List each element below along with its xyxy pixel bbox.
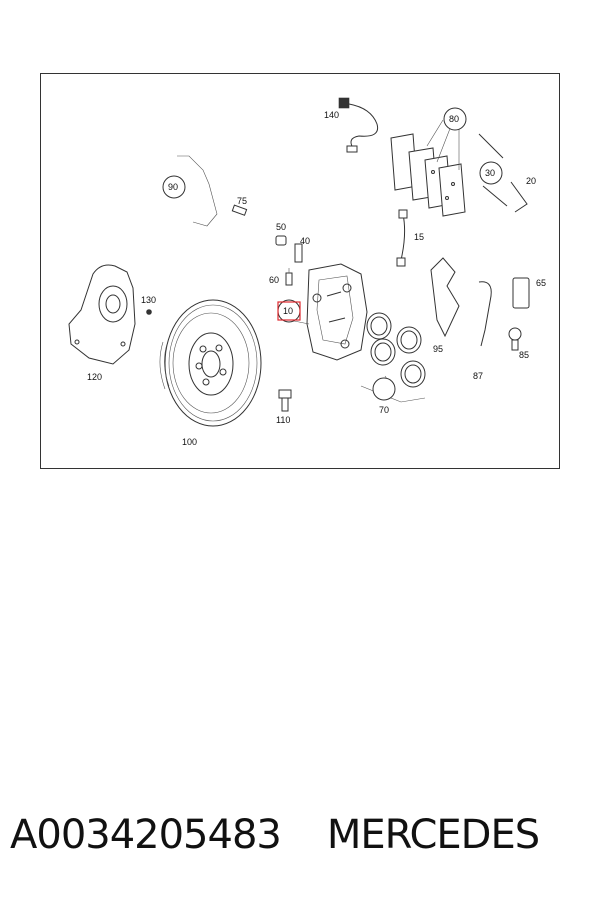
seal-kit-drawing	[366, 312, 426, 395]
label-50: 50	[276, 222, 286, 232]
label-20: 20	[526, 176, 536, 186]
brake-assembly-diagram: 140 80 90 75 30 20 50 40 15 60 65 130 10…	[68, 97, 546, 447]
callout-circle-80	[443, 107, 467, 131]
brake-caliper-drawing	[306, 263, 368, 361]
label-30: 30	[485, 168, 495, 178]
label-120: 120	[87, 372, 102, 382]
splash-shield-drawing	[68, 264, 152, 365]
wear-sensor-drawing	[338, 97, 379, 153]
label-40: 40	[300, 236, 310, 246]
brake-disc-drawing	[159, 299, 262, 427]
callout-circle-70	[372, 377, 396, 401]
label-110: 110	[276, 415, 290, 425]
label-140: 140	[324, 110, 339, 120]
part-number: A0034205483	[10, 812, 282, 858]
label-15: 15	[414, 232, 424, 242]
label-65: 65	[536, 278, 546, 288]
label-87: 87	[473, 371, 483, 381]
highlight-box-part-10	[277, 301, 301, 321]
callout-circle-90	[162, 175, 186, 199]
label-70: 70	[379, 405, 389, 415]
small-parts-drawing	[231, 204, 522, 412]
label-85: 85	[519, 350, 529, 360]
label-80: 80	[449, 114, 459, 124]
brackets-drawing	[430, 257, 530, 347]
label-75: 75	[237, 196, 247, 206]
callout-circle-30	[479, 161, 503, 185]
parts-diagram-frame: 140 80 90 75 30 20 50 40 15 60 65 130 10…	[40, 73, 560, 469]
label-95: 95	[433, 344, 443, 354]
guide-pins-drawing	[478, 133, 528, 213]
brand-name: MERCEDES	[326, 812, 540, 858]
brake-hose-drawing	[396, 209, 408, 267]
label-90: 90	[168, 182, 178, 192]
label-10: 10	[283, 306, 293, 316]
part-caption: A0034205483 MERCEDES	[10, 800, 590, 870]
label-130: 130	[141, 295, 156, 305]
label-100: 100	[182, 437, 197, 447]
brake-pads-drawing	[390, 133, 466, 217]
label-60: 60	[269, 275, 279, 285]
